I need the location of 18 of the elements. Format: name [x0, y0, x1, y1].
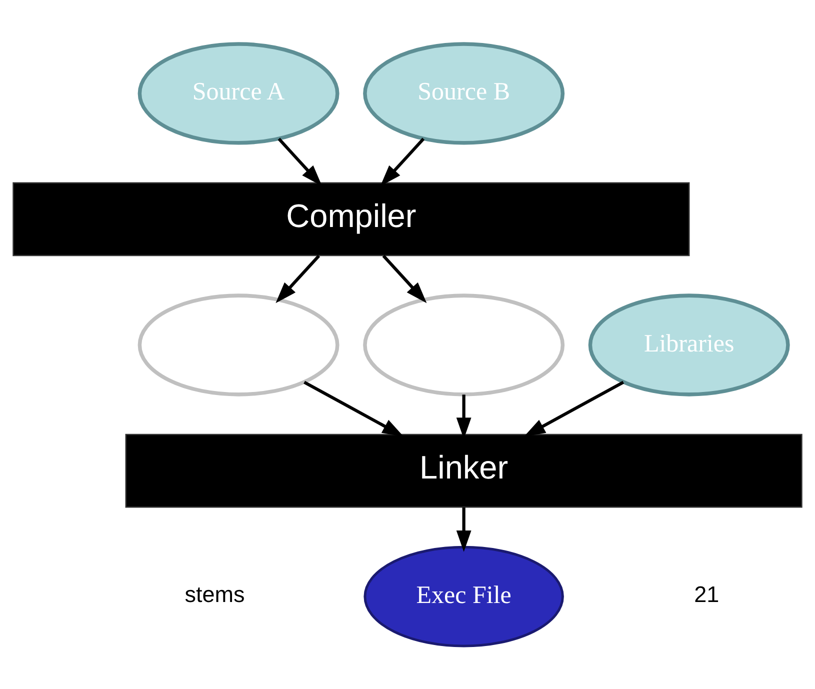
label: 21	[694, 582, 720, 607]
arrow	[382, 254, 427, 303]
arrow	[456, 506, 472, 552]
node-ellipse: Exec File	[364, 545, 564, 647]
node-ellipse	[363, 293, 565, 396]
node-ellipse	[138, 293, 340, 396]
node-box: Linker	[125, 433, 802, 508]
arrow	[276, 254, 320, 303]
arrow	[278, 137, 322, 186]
arrow	[456, 394, 472, 438]
arrow	[380, 137, 425, 186]
label: stems	[184, 582, 245, 607]
arrow	[524, 380, 624, 436]
node-ellipse: Libraries	[588, 293, 790, 396]
arrow	[304, 380, 404, 436]
node-ellipse: Source A	[138, 42, 340, 144]
node-ellipse: Source B	[363, 42, 565, 144]
node-box: Compiler	[12, 182, 690, 256]
